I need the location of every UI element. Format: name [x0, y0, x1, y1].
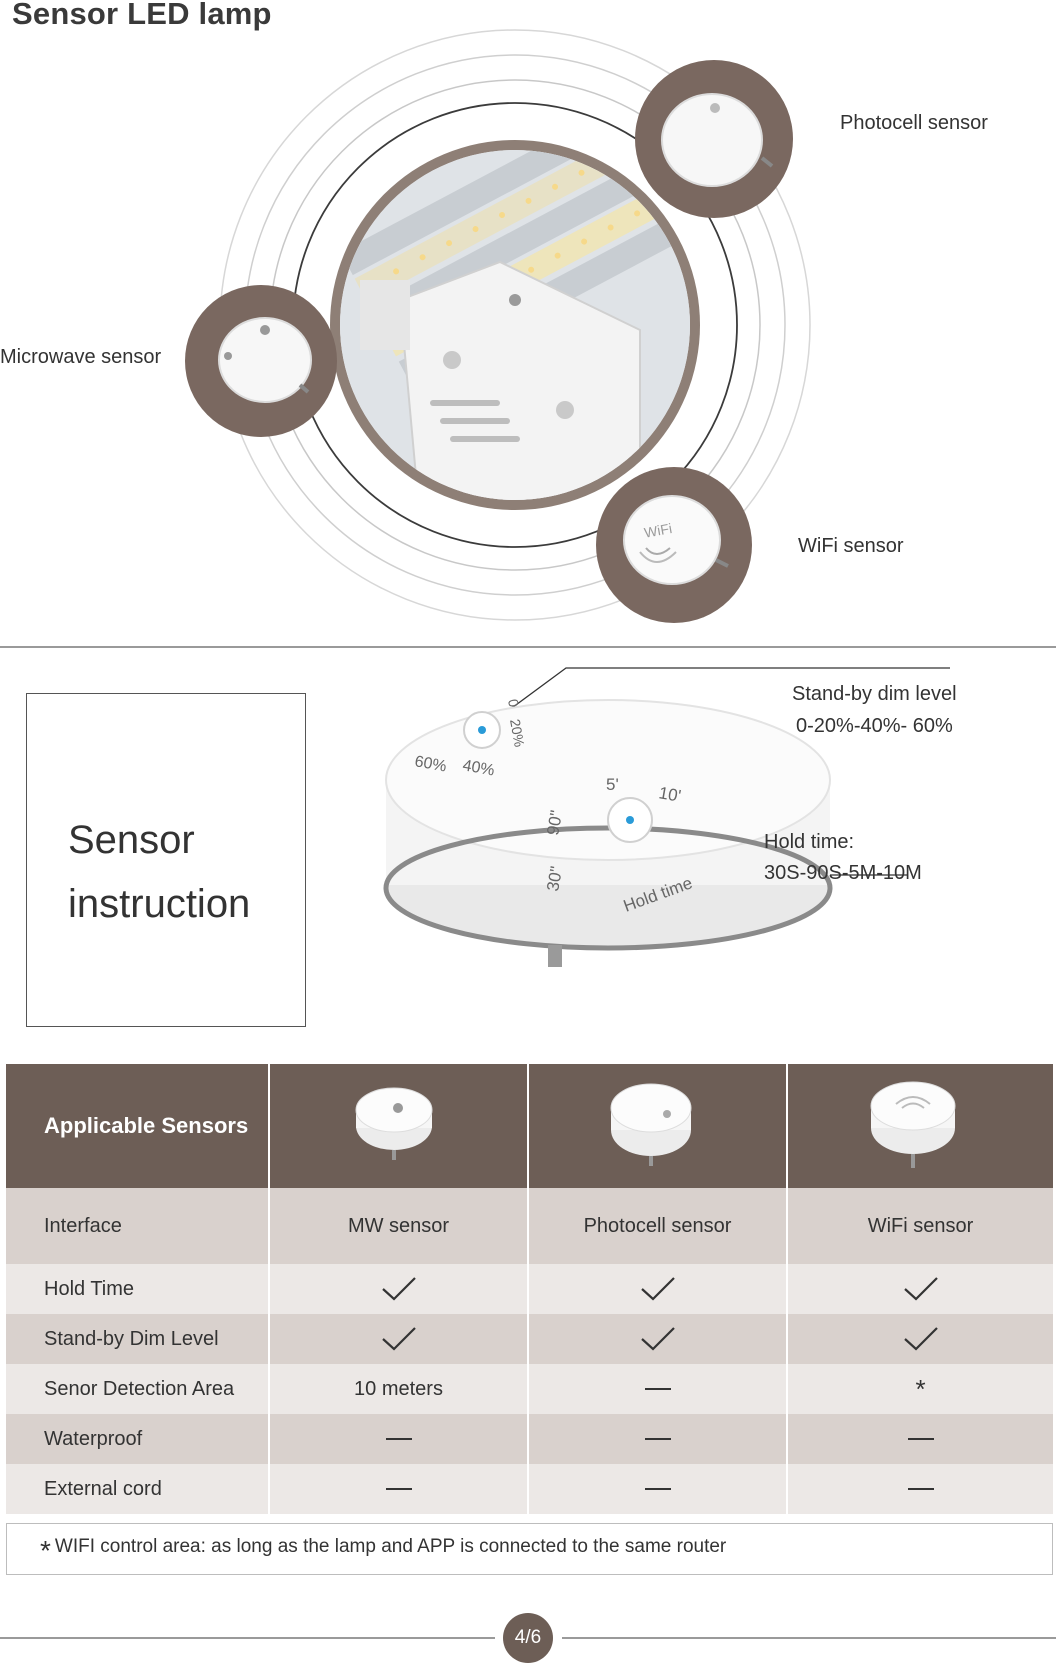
table-row: Stand-by Dim Level: [6, 1314, 1053, 1364]
cell-interface-wifi: WiFi sensor: [786, 1188, 1053, 1264]
row-label-detection-area: Senor Detection Area: [6, 1364, 269, 1414]
hero-illustration: WiFi: [185, 29, 811, 623]
dash-icon: [527, 1464, 787, 1514]
heading-line-2: instruction: [68, 882, 251, 926]
svg-text:WiFi: WiFi: [643, 520, 673, 541]
hold-time-title: Hold time:: [764, 831, 855, 853]
dial-label-0: 0: [505, 698, 522, 709]
footnote-star: *: [40, 1535, 51, 1566]
footer-line-right: [562, 1637, 1056, 1639]
cell-interface-photocell: Photocell sensor: [527, 1188, 787, 1264]
table-header-row: Applicable Sensors: [6, 1064, 1053, 1188]
cell-interface-mw: MW sensor: [268, 1188, 528, 1264]
row-label-interface: Interface: [6, 1188, 269, 1264]
applicable-sensors-table: Applicable Sensors Interface MW sensor P…: [6, 1064, 1053, 1514]
standby-dim-title: Stand-by dim level: [792, 683, 957, 705]
footer-line-left: [0, 1637, 495, 1639]
microwave-sensor-image: [185, 285, 337, 437]
dash-icon: [786, 1464, 1053, 1514]
footnote-box: [6, 1523, 1053, 1575]
dash-icon: [786, 1414, 1053, 1464]
dial-label-90s: 90": [543, 809, 566, 837]
table-header-label: Applicable Sensors: [6, 1064, 269, 1188]
dash-icon: [527, 1364, 787, 1414]
led-lamp-image: [330, 140, 700, 510]
cell-detection-mw: 10 meters: [268, 1364, 528, 1414]
table-row: External cord: [6, 1464, 1053, 1514]
table-row: Hold Time: [6, 1264, 1053, 1314]
dial-label-5m: 5': [606, 775, 619, 794]
dial-label-60: 60%: [413, 753, 447, 775]
photocell-sensor-image: [635, 60, 793, 218]
dial-label-40: 40%: [461, 757, 495, 779]
wifi-sensor-label: WiFi sensor: [798, 535, 904, 557]
table-row: Waterproof: [6, 1414, 1053, 1464]
page-indicator: 4/6: [503, 1613, 553, 1663]
footnote: *WIFI control area: as long as the lamp …: [40, 1535, 726, 1567]
sensor-instruction-box: [26, 693, 306, 1027]
row-label-waterproof: Waterproof: [6, 1414, 269, 1464]
dial-label-20: 20%: [507, 718, 528, 748]
header-wifi-sensor-image: [786, 1064, 1053, 1188]
photocell-sensor-label: Photocell sensor: [840, 112, 988, 134]
page-title: Sensor LED lamp: [12, 0, 272, 31]
section-divider: [0, 646, 1056, 648]
check-icon: [268, 1314, 528, 1364]
standby-dim-values: 0-20%-40%- 60%: [796, 715, 953, 737]
footnote-text: WIFI control area: as long as the lamp a…: [54, 1536, 727, 1557]
table-row: Senor Detection Area 10 meters *: [6, 1364, 1053, 1414]
dial-label-10m: 10': [657, 783, 682, 806]
row-label-hold-time: Hold Time: [6, 1264, 269, 1314]
table-row: Interface MW sensor Photocell sensor WiF…: [6, 1188, 1053, 1264]
header-photocell-sensor-image: [527, 1064, 787, 1188]
row-label-external-cord: External cord: [6, 1464, 269, 1514]
dash-icon: [527, 1414, 787, 1464]
sensor-instruction-heading: Sensor instruction: [68, 808, 250, 936]
dash-icon: [268, 1464, 528, 1514]
wifi-sensor-image: WiFi: [596, 467, 752, 623]
hold-time-values: 30S-90S-5M-10M: [764, 862, 922, 884]
sensor-device-diagram: 60% 40% 20% 0 90" 30" 5' 10' Hold time: [383, 667, 950, 967]
cell-detection-wifi: *: [786, 1364, 1053, 1414]
check-icon: [527, 1264, 787, 1314]
microwave-sensor-label: Microwave sensor: [0, 346, 162, 368]
row-label-standby-dim-level: Stand-by Dim Level: [6, 1314, 269, 1364]
dial-label-30s: 30": [543, 865, 566, 893]
check-icon: [786, 1314, 1053, 1364]
header-mw-sensor-image: [268, 1064, 528, 1188]
check-icon: [786, 1264, 1053, 1314]
check-icon: [268, 1264, 528, 1314]
dash-icon: [268, 1414, 528, 1464]
check-icon: [527, 1314, 787, 1364]
heading-line-1: Sensor: [68, 818, 195, 862]
